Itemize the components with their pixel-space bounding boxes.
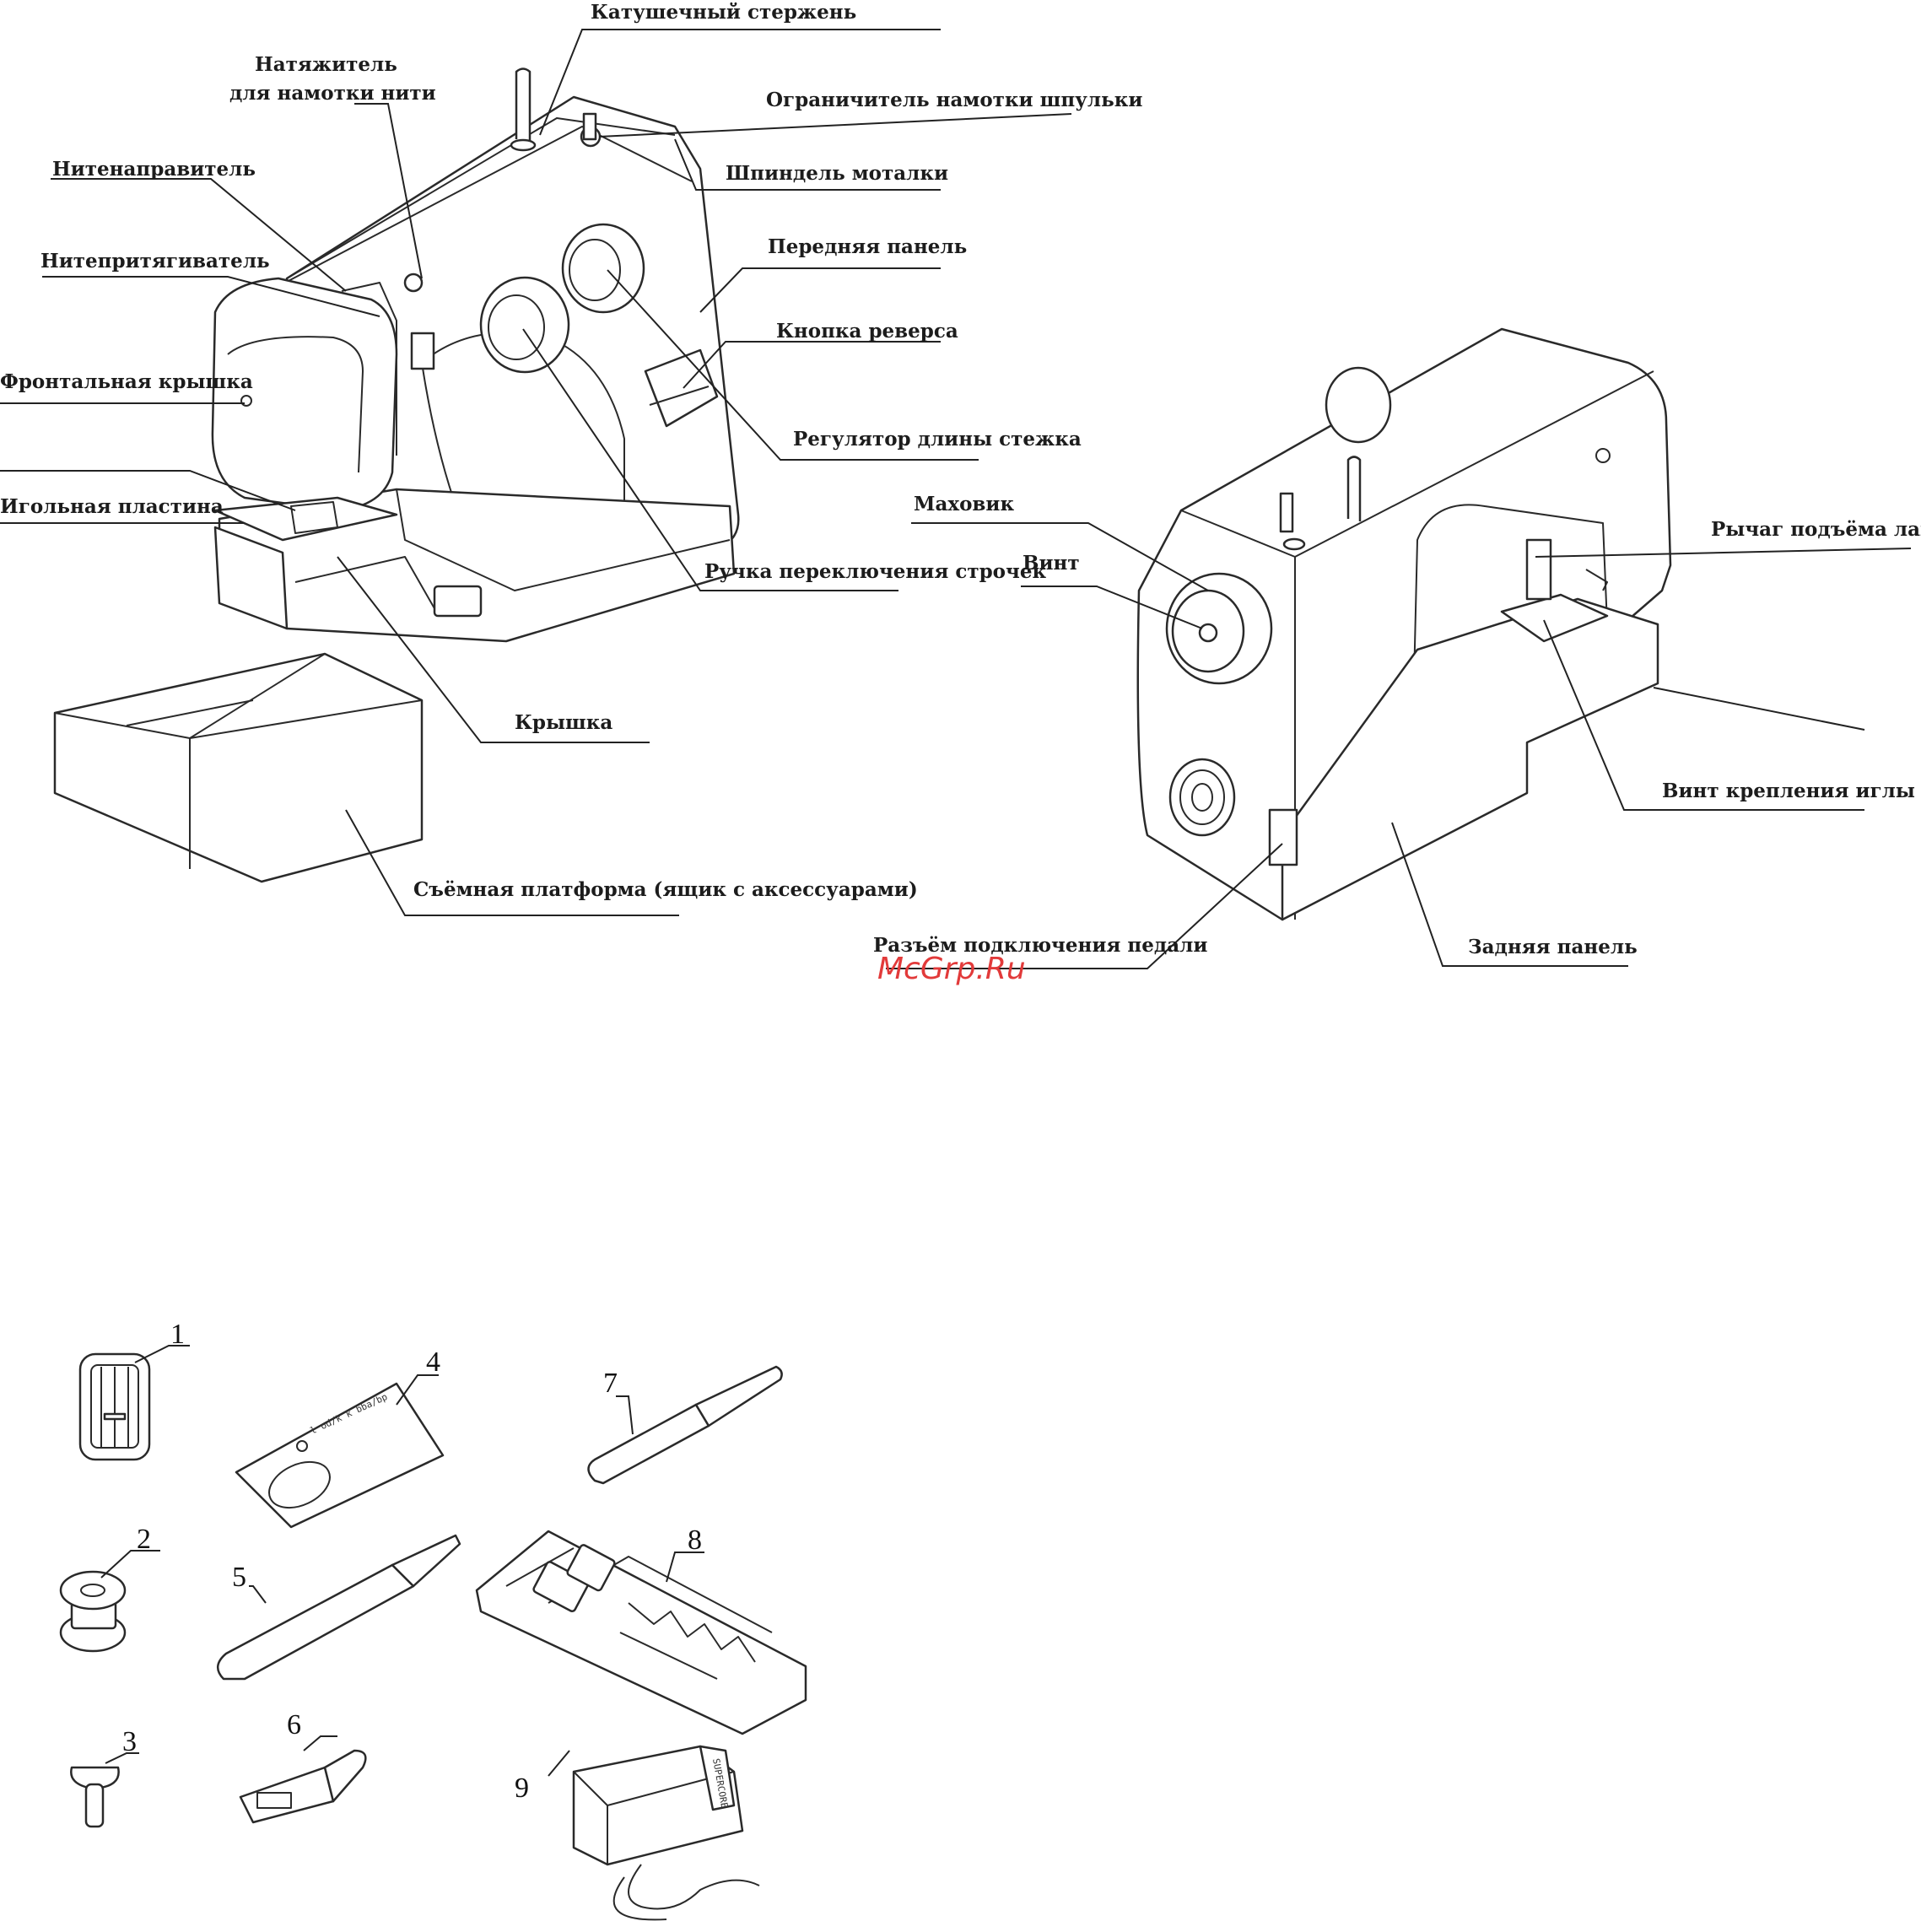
- accessory-buttonhole-foot: 8: [475, 1525, 807, 1735]
- label-face-cover: Фронтальная крышка: [0, 370, 253, 393]
- label-handwheel: Маховик: [914, 493, 1014, 515]
- accessory-number-2: 2: [137, 1524, 151, 1555]
- accessory-foot-pedal: SUPERCORE 9: [515, 1745, 760, 1921]
- label-pattern-selector: Ручка переключения строчек: [704, 560, 1046, 583]
- label-reverse-button: Кнопка реверса: [776, 320, 958, 343]
- label-winding-tension-line1: Натяжитель: [255, 53, 397, 76]
- front-view-machine: [211, 67, 740, 643]
- label-front-panel: Передняя панель: [768, 235, 967, 258]
- accessory-zigzag-foot: 1: [78, 1319, 190, 1461]
- label-pedal-socket: Разъём подключения педали: [873, 934, 1207, 957]
- label-winding-tension-line2: для намотки нити: [229, 82, 436, 105]
- labels: Катушечный стержень Натяжитель для намот…: [0, 1, 1921, 958]
- label-take-up-lever: Нитепритягиватель: [40, 250, 270, 273]
- accessory-number-1: 1: [170, 1319, 185, 1350]
- accessory-number-8: 8: [688, 1525, 702, 1556]
- accessory-bobbin: 2: [59, 1524, 160, 1653]
- accessory-number-6: 6: [287, 1709, 301, 1740]
- accessory-number-7: 7: [603, 1368, 618, 1399]
- accessory-number-4: 4: [426, 1346, 440, 1378]
- accessories: 1 2 3 l od/k k bba/bp 4: [59, 1319, 807, 1921]
- label-needle-clamp-screw: Винт крепления иглы: [1662, 780, 1915, 802]
- accessory-needle-pack: l od/k k bba/bp 4: [235, 1346, 445, 1529]
- label-screw: Винт: [1023, 552, 1080, 575]
- label-needle-plate: Игольная пластина: [0, 495, 224, 518]
- accessory-number-5: 5: [232, 1562, 246, 1593]
- accessory-seam-ripper: 7: [587, 1365, 783, 1485]
- accessory-screwdriver-small: 3: [70, 1726, 139, 1828]
- label-back-panel: Задняя панель: [1468, 936, 1638, 958]
- label-bobbin-spindle: Шпиндель моталки: [726, 162, 948, 185]
- accessory-zipper-foot: 6: [239, 1709, 367, 1824]
- accessory-screwdriver-large: 5: [217, 1534, 461, 1681]
- label-stitch-length-dial: Регулятор длины стежка: [793, 428, 1082, 451]
- removable-platform: [53, 652, 424, 883]
- accessory-number-9: 9: [515, 1773, 529, 1804]
- watermark: McGrp.Ru: [877, 952, 1026, 986]
- label-cover: Крышка: [515, 711, 612, 734]
- rear-view-machine: [1136, 327, 1672, 921]
- label-bobbin-stopper: Ограничитель намотки шпульки: [766, 89, 1142, 111]
- label-spool-pin: Катушечный стержень: [591, 1, 856, 24]
- accessory-number-3: 3: [122, 1726, 137, 1757]
- label-thread-guide: Нитенаправитель: [52, 158, 256, 181]
- label-presser-foot-lever: Рычаг подъёма лапки: [1711, 518, 1921, 541]
- label-extension-table: Съёмная платформа (ящик с аксессуарами): [413, 878, 918, 901]
- leader-lines: [0, 29, 1912, 969]
